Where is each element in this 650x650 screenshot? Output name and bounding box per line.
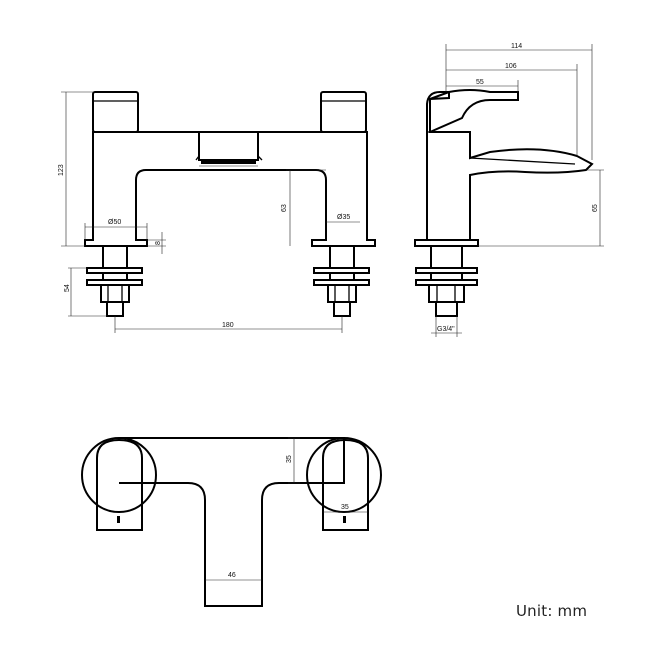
front-view: 123 54 180 63 Ø50 8 Ø35 [58,91,376,333]
dim-handle-depth: 55 [476,79,484,86]
side-lever [429,89,519,133]
dim-plate-thickness: 8 [155,241,162,245]
spout-outlet [198,132,259,161]
dim-top-handle-width: 35 [341,504,349,511]
dim-base-dia-left: Ø50 [108,219,121,226]
dim-body-height: 63 [281,204,288,212]
top-body [119,437,345,607]
right-fixings [313,245,370,317]
unit-label: Unit: mm [516,602,588,620]
dim-base-dia-right: Ø35 [337,214,350,221]
dim-thread: G3/4" [437,326,455,333]
right-handle [320,91,367,133]
top-view: 35 35 46 [81,437,382,607]
side-body [426,91,594,240]
side-view: 114 106 55 65 G3/4" [414,43,604,337]
dim-spout-height: 65 [592,204,599,212]
front-body [84,131,376,247]
top-left-handle [96,438,143,531]
left-fixings [86,245,143,317]
dim-height-total: 123 [58,164,65,176]
dim-centers: 180 [222,322,234,329]
dim-base-depth: 54 [64,284,71,292]
dim-top-depth: 35 [286,455,293,463]
dim-side-depth: 114 [511,43,522,50]
dim-spout-width: 46 [228,572,236,579]
left-handle [92,91,139,133]
top-right-handle [322,438,369,531]
dim-spout-reach: 106 [505,63,517,70]
